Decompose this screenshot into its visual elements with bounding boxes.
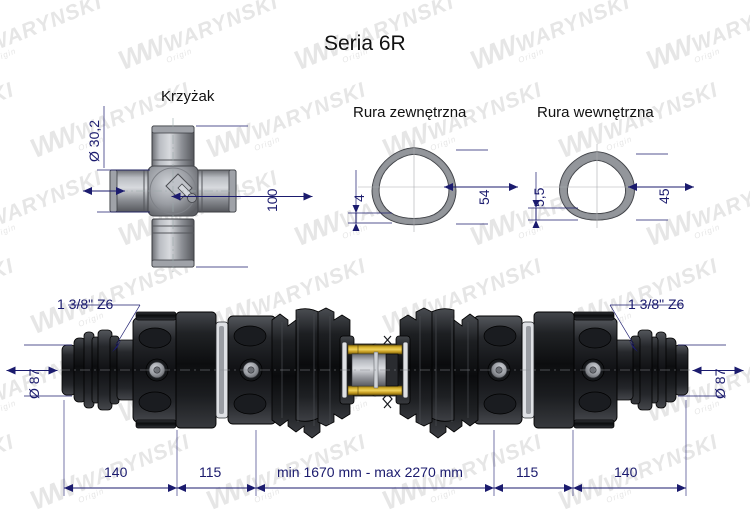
outer-tube-drawing <box>348 140 518 232</box>
inner-tube-size-dimension <box>628 153 694 221</box>
outer-tube-wall-dimension <box>348 170 392 231</box>
left-protective-boot <box>271 307 351 439</box>
inner-tube-heading: Rura wewnętrzna <box>537 104 654 121</box>
inner-tube-wall-label: 5,5 <box>531 187 547 207</box>
cross-joint-heading: Krzyżak <box>161 88 215 105</box>
total-length-label: min 1670 mm - max 2270 mm <box>277 464 463 480</box>
right-shaft-half <box>351 307 689 439</box>
left-shaft-half <box>61 307 399 439</box>
left-spline-yoke <box>61 329 120 411</box>
cross-joint-drawing <box>83 106 313 272</box>
cross-length-dimension <box>171 125 313 268</box>
page-title: Seria 6R <box>324 32 406 55</box>
outer-tube-wall-label: 4 <box>351 194 367 202</box>
cross-diameter-dimension <box>83 106 150 213</box>
left-spline-leader <box>68 304 141 352</box>
inner-tube-drawing <box>528 144 694 228</box>
outer-tube-heading: Rura zewnętrzna <box>353 104 467 121</box>
right-yoke-diameter-label: Ø 87 <box>712 368 728 399</box>
inner-tube-wall-dimension <box>528 172 578 228</box>
left-yoke-diameter-label: Ø 87 <box>26 368 42 399</box>
left-inner-length-label: 115 <box>199 464 222 480</box>
right-universal-joint-1 <box>570 311 618 429</box>
cross-length-label: 100 <box>264 188 280 212</box>
left-universal-joint-2 <box>227 315 277 425</box>
outer-tube-size-dimension <box>444 149 518 225</box>
cross-diameter-label: Ø 30,2 <box>86 119 102 162</box>
left-yoke-diameter-dimension <box>6 344 72 397</box>
right-inner-tube-section <box>351 335 411 405</box>
inner-tube-size-label: 45 <box>656 188 672 204</box>
drive-shaft-assembly <box>6 304 744 496</box>
left-outer-length-label: 140 <box>104 464 128 480</box>
right-outer-length-label: 140 <box>614 464 638 480</box>
outer-tube-size-label: 54 <box>476 189 492 205</box>
left-spline-label: 1 3/8" Z6 <box>57 296 114 312</box>
cross-arm-top <box>151 125 195 175</box>
right-spline-label: 1 3/8" Z6 <box>628 296 685 312</box>
right-spline-leader <box>609 304 682 352</box>
right-yoke-diameter-dimension <box>678 344 744 397</box>
length-dimension-chain <box>63 400 687 496</box>
right-inner-length-label: 115 <box>516 464 539 480</box>
right-spline-yoke <box>630 329 689 411</box>
right-protective-boot <box>399 307 479 439</box>
